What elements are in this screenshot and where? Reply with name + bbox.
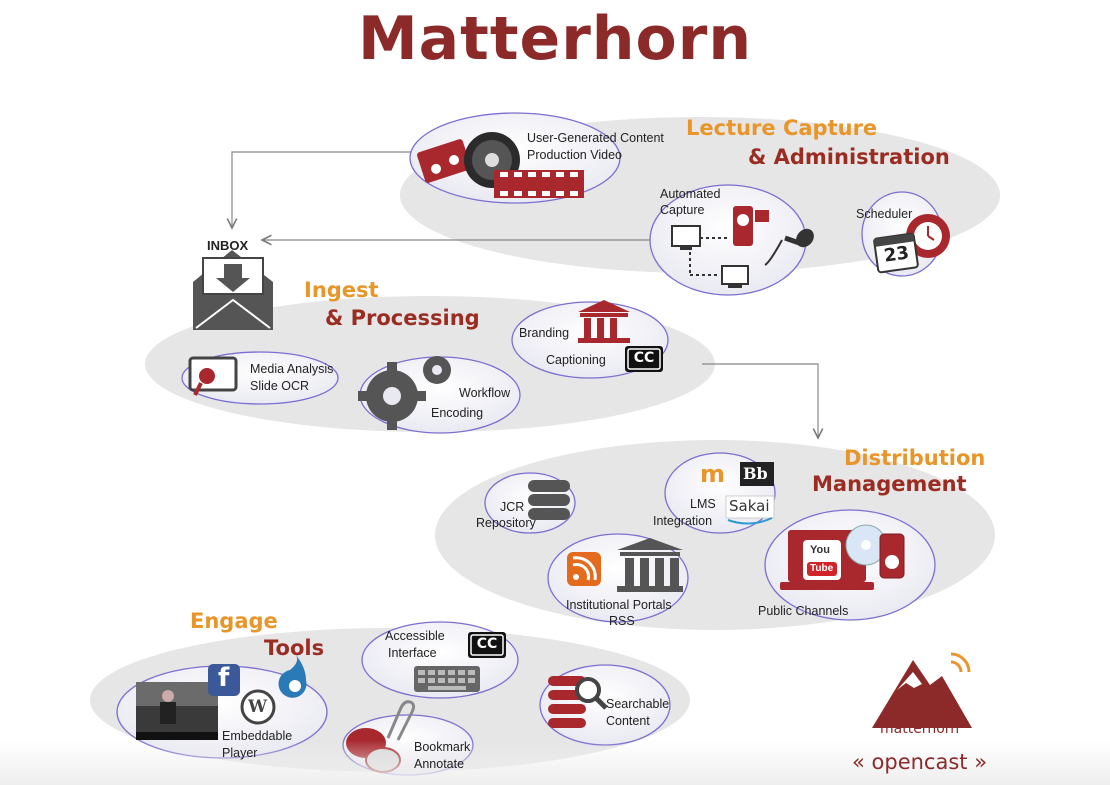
- cc-icon-engage: [468, 632, 506, 658]
- public-channels-label: Public Channels: [758, 604, 849, 618]
- automated-label-line1: Automated: [660, 187, 721, 201]
- ingest-heading-line1: Ingest: [304, 278, 379, 302]
- searchable-label-line1: Searchable: [606, 697, 670, 711]
- branding-building-icon: [578, 300, 630, 343]
- facebook-logo: f: [218, 663, 230, 693]
- bottom-fade: [0, 740, 1110, 785]
- branding-label: Branding: [519, 326, 570, 340]
- video-tape-icon: [417, 139, 471, 183]
- blackboard-logo: Bb: [743, 464, 768, 483]
- gears-icon: [358, 356, 451, 430]
- distribution-heading-line1: Distribution: [844, 446, 986, 470]
- moodle-logo: m: [700, 460, 726, 488]
- keyboard-icon: [414, 666, 480, 692]
- workflow-label: Workflow: [459, 386, 511, 400]
- player-label-line1: Embeddable: [222, 729, 293, 743]
- portals-label-line2: RSS: [609, 614, 635, 628]
- page-title: Matterhorn: [357, 4, 753, 74]
- film-strip-icon: [494, 170, 584, 198]
- youtube-logo-bottom: Tube: [810, 563, 834, 574]
- media-analysis-label-line1: Media Analysis: [250, 362, 334, 376]
- portals-label-line1: Institutional Portals: [566, 598, 672, 612]
- rss-icon: [567, 552, 601, 586]
- encoding-label: Encoding: [431, 406, 484, 420]
- opencast-logo-text: « opencast »: [852, 750, 988, 774]
- distribution-heading-line2: Management: [812, 472, 967, 496]
- capture-heading-line1: Lecture Capture: [686, 116, 878, 140]
- arrow-to-inbox: [232, 151, 415, 228]
- jcr-label-line1: JCR: [500, 500, 525, 514]
- searchable-label-line2: Content: [606, 714, 650, 728]
- cc-icon: [625, 346, 663, 372]
- scheduler-label: Scheduler: [856, 207, 913, 221]
- matterhorn-logo-icon: [872, 652, 972, 728]
- matterhorn-logo-text: matterhorn: [880, 721, 960, 737]
- social-icons: [208, 655, 307, 725]
- sakai-logo: Sakai: [729, 497, 770, 515]
- arrow-to-distribution: [702, 363, 818, 438]
- ugc-label-line1: User-Generated Content: [527, 131, 664, 145]
- capture-heading-line2: & Administration: [748, 145, 950, 169]
- capture-devices-icon: [671, 206, 814, 288]
- public-channels-icon: [780, 524, 905, 590]
- database-icon: [528, 480, 570, 520]
- cc-text-engage: CC: [476, 636, 498, 652]
- youtube-logo-top: You: [810, 544, 830, 556]
- captioning-label: Captioning: [546, 353, 606, 367]
- jcr-label-line2: Repository: [476, 516, 536, 530]
- automated-label-line2: Capture: [660, 203, 705, 217]
- calendar-clock-icon: [873, 214, 950, 274]
- search-database-icon: [548, 676, 608, 728]
- player-label-line2: Player: [222, 746, 258, 760]
- engage-heading-line1: Engage: [190, 609, 278, 633]
- institution-icon: [617, 538, 683, 592]
- video-player-icon: [136, 682, 218, 740]
- inbox-label: INBOX: [207, 238, 249, 253]
- accessible-label-line2: Interface: [388, 646, 437, 660]
- lms-label-line2: Integration: [653, 514, 713, 528]
- inbox-icon: [193, 250, 273, 330]
- media-analysis-label-line2: Slide OCR: [250, 379, 310, 393]
- bookmark-label-line2: Annotate: [414, 757, 465, 771]
- calendar-day: 23: [882, 242, 911, 267]
- ingest-heading-line2: & Processing: [325, 306, 480, 330]
- accessible-label-line1: Accessible: [385, 629, 445, 643]
- cc-text: CC: [633, 350, 655, 366]
- media-analysis-icon: [188, 356, 238, 396]
- ugc-label-line2: Production Video: [527, 148, 622, 162]
- bookmark-label-line1: Bookmark: [414, 740, 471, 754]
- lms-label-line1: LMS: [690, 497, 716, 511]
- lms-logos-icon: [725, 462, 775, 525]
- engage-heading-line2: Tools: [264, 636, 325, 660]
- wordpress-logo: W: [248, 697, 268, 717]
